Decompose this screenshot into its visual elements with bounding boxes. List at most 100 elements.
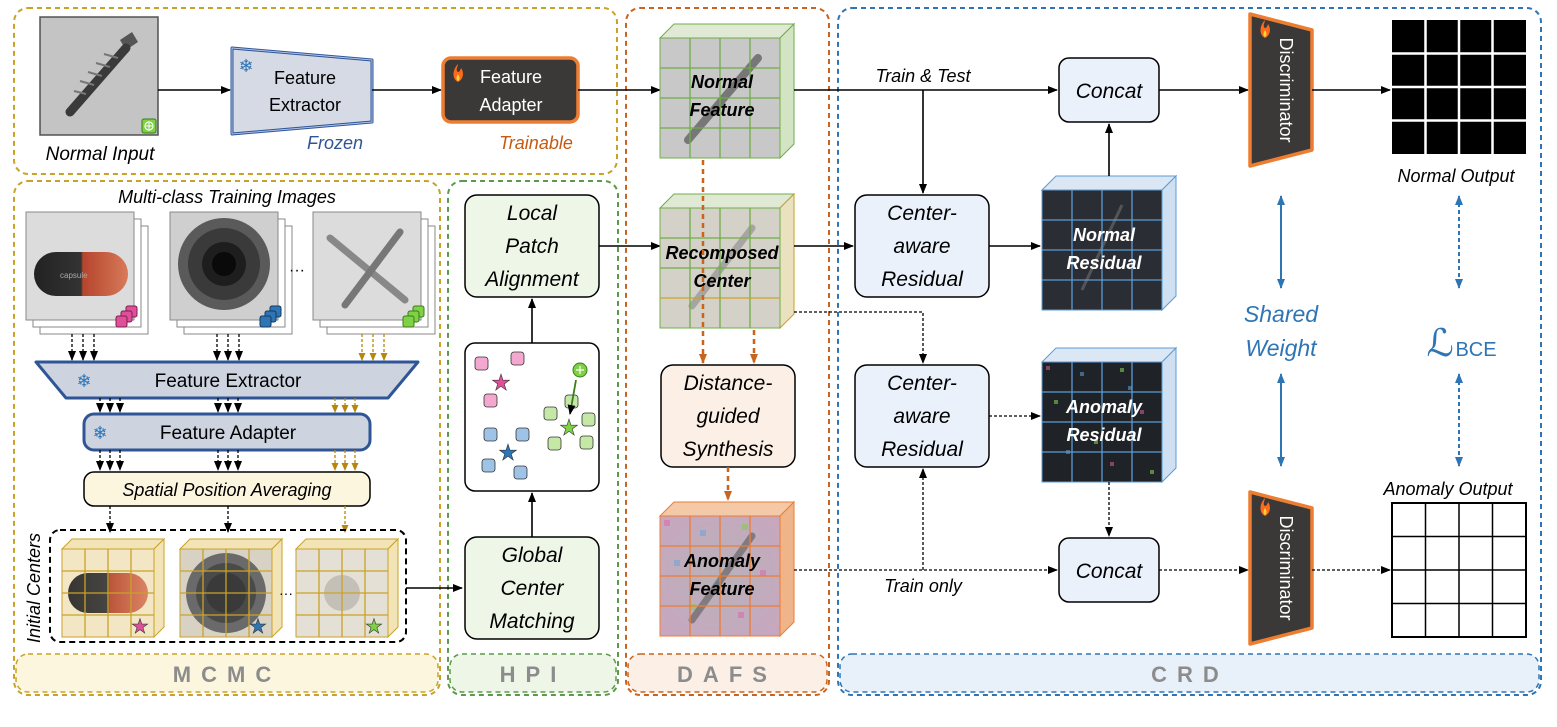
recomposed-center-cube: Recomposed Center [658,192,796,330]
global-center-matching-box: Global Center Matching [464,536,600,640]
concat-top-box: Concat [1058,57,1160,123]
extractor-top-line1: Feature [274,68,336,88]
mcmc-section-frame [13,180,441,696]
initial-center-capsule: ★ [60,537,166,638]
concat-top-label: Concat [1076,80,1144,103]
mcmc-feature-extractor: Feature Extractor [34,360,420,400]
bottle-class-badge-icon [259,305,282,328]
normal-output-grid [1392,20,1526,154]
initial-centers-label: Initial Centers [24,533,44,643]
feature-adapter-top: Feature Adapter [441,56,580,124]
local-line3: Alignment [483,268,580,291]
synthesis-line3: Synthesis [682,438,774,461]
flame-icon [453,64,463,82]
arrows-extractor-to-adapter [96,398,359,413]
training-image-capsule: capsule [25,211,149,335]
images-ellipsis: ··· [289,262,305,279]
adapter-top-line2: Adapter [479,95,542,115]
feature-space-scatter: ★ ★ ★ [464,342,600,492]
discriminator-top: Discriminator [1248,12,1314,168]
dafs-section-label: DAFS [677,662,777,687]
local-patch-alignment-box: Local Patch Alignment [464,194,600,298]
normal-feature-line2: Feature [689,100,754,120]
arrow-recomposed-to-car-bottom [794,311,927,364]
initial-center-bottle: ★ [178,537,284,638]
feature-extractor-top: Feature Extractor [230,46,374,136]
normal-input-label: Normal Input [46,144,155,165]
recomposed-line2: Center [693,271,751,291]
mcmc-label-band [15,653,439,693]
normal-residual-line2: Residual [1066,253,1142,273]
normal-input-image [39,16,159,136]
dafs-section-frame [625,7,830,696]
training-image-screws [312,211,436,335]
mcmc-adapter-snowflake-icon: ❄ [92,423,107,443]
train-only-label: Train only [884,576,963,596]
arrows-images-to-extractor [68,334,388,361]
anomaly-feature-cube: Anomaly Feature [658,500,796,638]
anomaly-output-grid [1391,502,1527,638]
normal-feature-cube: Normal Feature [658,22,796,160]
global-line2: Center [500,577,564,600]
trainable-label: Trainable [499,133,573,153]
arrows-averaging-to-centers [106,506,349,533]
adapter-top-line1: Feature [480,67,542,87]
anomaly-residual-line2: Residual [1066,425,1142,445]
hpi-section-label: HPI [500,662,567,687]
anomaly-feature-line2: Feature [689,579,754,599]
crd-section-frame [837,7,1542,696]
concat-bottom-label: Concat [1076,560,1144,583]
normal-output-label: Normal Output [1397,166,1515,186]
shared-line2: Weight [1245,335,1318,361]
shared-line1: Shared [1244,301,1319,327]
mcmc-extractor-snowflake-icon: ❄ [76,371,91,391]
car-bottom-line1: Center- [887,372,957,395]
bce-loss: ℒ BCE [1426,323,1496,365]
mcmc-adapter-label: Feature Adapter [160,423,297,444]
loss-symbol: ℒ [1426,323,1453,365]
spatial-position-averaging: Spatial Position Averaging [83,471,371,507]
car-top-line1: Center- [887,202,957,225]
arrows-adapter-to-averaging [96,450,359,471]
screw-class-badge-icon [402,305,425,328]
anomaly-feature-line1: Anomaly [683,551,761,571]
local-line2: Patch [505,235,559,258]
scatter-pink-star-icon: ★ [491,370,511,395]
hpi-section-frame [447,180,619,696]
train-test-label: Train & Test [875,66,971,86]
local-line1: Local [507,202,559,225]
discriminator-bottom-flame-icon [1260,498,1270,516]
dafs-label-band [627,653,828,693]
top-section-frame [13,7,618,175]
spatial-averaging-label: Spatial Position Averaging [122,480,331,500]
global-line3: Matching [489,610,575,633]
discriminator-bottom-label: Discriminator [1276,515,1296,620]
snowflake-icon: ❄ [238,56,253,76]
recomposed-line1: Recomposed [665,243,779,263]
car-bottom-box: Center- aware Residual [854,364,990,468]
scatter-green-star-icon: ★ [559,415,579,440]
capsule-class-badge-icon [115,305,138,328]
mcmc-extractor-label: Feature Extractor [155,371,302,392]
scatter-blue-star-icon: ★ [498,440,518,465]
synthesis-line1: Distance- [684,372,773,395]
car-top-box: Center- aware Residual [854,194,990,298]
green-star-icon: ★ [365,616,383,638]
car-bottom-line2: aware [893,405,950,428]
distance-guided-synthesis-box: Distance- guided Synthesis [660,364,796,468]
initial-center-screw: ★ [294,537,400,638]
mcmc-title: Multi-class Training Images [118,187,336,207]
concat-bottom-box: Concat [1058,537,1160,603]
normal-class-badge-icon [141,118,157,134]
synthesis-line2: guided [696,405,760,428]
training-image-bottle [169,211,293,335]
car-bottom-line3: Residual [881,438,964,461]
crd-label-band [839,653,1540,693]
frozen-label: Frozen [307,133,363,153]
car-top-line2: aware [893,235,950,258]
discriminator-top-flame-icon [1260,20,1270,38]
anomaly-residual-line1: Anomaly [1065,397,1143,417]
discriminator-bottom: Discriminator [1248,490,1314,646]
